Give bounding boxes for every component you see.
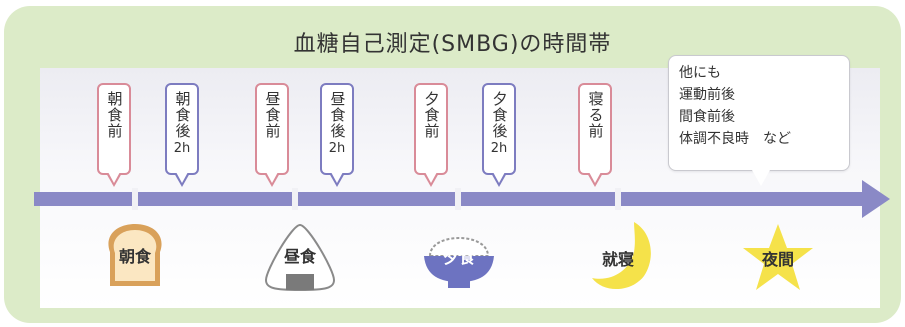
tag-pointer-inner [425,172,437,183]
tag-label: 昼食後 [328,91,347,139]
event-label-lunch: 昼食 [283,247,316,266]
timeline-gap [292,188,298,210]
callout-line: 他にも [679,65,721,81]
tag-sub: 2h [328,141,346,156]
tag-label: 寝る前 [586,91,605,139]
tag-pointer-inner [266,172,278,183]
diagram-title: 血糖自己測定(SMBG)の時間帯 [293,32,612,57]
star-icon [743,224,813,290]
tag-pointer-inner [108,172,120,183]
event-label-night: 夜間 [761,250,794,269]
moon-icon [592,222,651,290]
callout-line: 間食前後 [679,109,735,125]
tag-label: 朝食前 [105,91,124,139]
rice-ball-icon [264,223,336,292]
timeline-gap [615,188,621,210]
callout-tail [752,170,770,186]
timeline-gap [132,188,138,210]
tag-pointer-inner [176,172,188,183]
tag-dinner-after: 夕食後 2h [482,83,516,175]
tag-pointer-inner [589,172,601,183]
other-timings-callout: 他にも 運動前後 間食前後 体調不良時 など [668,55,850,171]
tag-label: 夕食前 [422,91,441,139]
tag-bedtime-before: 寝る前 [578,83,612,175]
tag-lunch-before: 昼食前 [255,83,289,175]
tag-label: 昼食前 [263,91,282,139]
tag-sub: 2h [490,141,508,156]
tag-label: 朝食後 [173,91,192,139]
event-label-breakfast: 朝食 [118,247,151,266]
timeline-arrow-head [862,180,890,218]
tag-pointer-inner [493,172,505,183]
callout-line: 体調不良時 など [679,131,791,147]
event-label-dinner: 夕食 [442,248,475,267]
tag-lunch-after: 昼食後 2h [320,83,354,175]
tag-sub: 2h [173,141,191,156]
tag-label: 夕食後 [490,91,509,139]
event-label-bedtime: 就寝 [601,250,634,269]
tag-breakfast-after: 朝食後 2h [165,83,199,175]
tag-pointer-inner [331,172,343,183]
toast-icon [108,224,162,286]
callout-line: 運動前後 [679,87,735,103]
rice-bowl-icon [424,237,494,288]
tag-breakfast-before: 朝食前 [97,83,131,175]
tag-dinner-before: 夕食前 [414,83,448,175]
timeline-gap [455,188,461,210]
